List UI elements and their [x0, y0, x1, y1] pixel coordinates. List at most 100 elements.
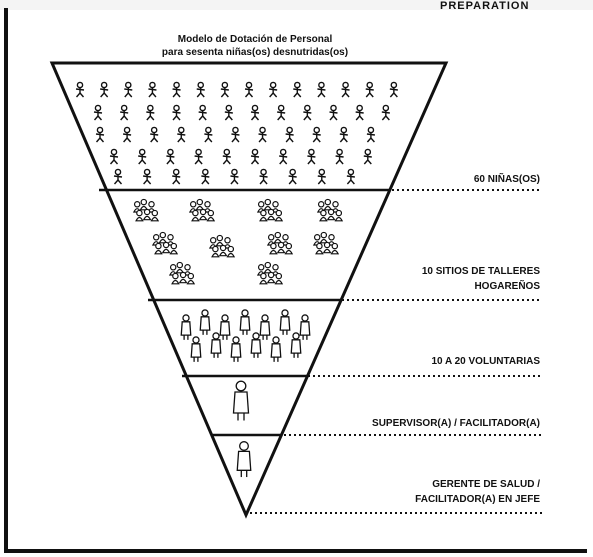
child-figure-icon	[230, 168, 239, 185]
child-figure-icon	[244, 81, 254, 98]
children-crowd-icon	[75, 81, 398, 185]
child-figure-icon	[222, 148, 231, 165]
child-figure-icon	[285, 126, 294, 143]
tier-label-manager-line-2: FACILITADOR(A) EN JEFE	[415, 494, 540, 505]
volunteer-figure-icon	[230, 336, 242, 362]
child-figure-icon	[277, 104, 286, 121]
pyramid-outline	[49, 61, 449, 519]
tier-label-supervisor: SUPERVISOR(A) / FACILITADOR(A)	[300, 416, 540, 431]
tier-label-children-line-1: 60 NIÑAS(OS)	[473, 174, 540, 185]
volunteer-figure-icon	[210, 332, 222, 358]
child-figure-icon	[329, 104, 338, 121]
child-figure-icon	[381, 104, 390, 121]
child-figure-icon	[172, 104, 181, 121]
child-figure-icon	[231, 126, 240, 143]
child-figure-icon	[250, 148, 260, 165]
volunteer-figure-icon	[290, 332, 302, 358]
child-figure-icon	[341, 81, 350, 98]
volunteer-figure-icon	[199, 309, 211, 335]
volunteer-figure-icon	[180, 314, 192, 340]
manager-figure-icon	[236, 441, 252, 478]
child-figure-icon	[317, 81, 326, 98]
child-figure-icon	[220, 81, 229, 98]
child-figure-icon	[172, 168, 181, 185]
workshop-group-icon	[256, 261, 284, 285]
volunteer-figure-icon	[279, 309, 291, 335]
workshop-groups-icon	[132, 198, 344, 285]
child-figure-icon	[194, 148, 203, 165]
child-figure-icon	[366, 126, 375, 143]
volunteer-figure-icon	[259, 314, 271, 340]
workshop-group-icon	[132, 198, 160, 222]
child-figure-icon	[123, 126, 132, 143]
tier-label-supervisor-line-1: SUPERVISOR(A) / FACILITADOR(A)	[372, 418, 540, 429]
volunteers-group-icon	[180, 309, 311, 362]
child-figure-icon	[259, 168, 268, 185]
workshop-group-icon	[188, 198, 216, 222]
diagram-title: Modelo de Dotación de Personal para sese…	[120, 33, 390, 59]
workshop-group-icon	[151, 231, 179, 255]
volunteer-figure-icon	[299, 314, 311, 340]
tier-label-workshops: 10 SITIOS DE TALLERES HOGAREÑOS	[340, 264, 540, 294]
volunteer-figure-icon	[219, 314, 231, 340]
child-figure-icon	[363, 148, 372, 165]
child-figure-icon	[307, 148, 316, 165]
child-figure-icon	[312, 126, 321, 143]
child-figure-icon	[113, 168, 123, 185]
child-figure-icon	[150, 126, 159, 143]
title-line-2: para sesenta niñas(os) desnutridas(os)	[161, 47, 349, 58]
child-figure-icon	[339, 126, 348, 143]
child-figure-icon	[109, 148, 119, 165]
tier-label-children: 60 NIÑAS(OS)	[380, 172, 540, 187]
child-figure-icon	[100, 81, 109, 98]
page-frame	[4, 8, 587, 553]
child-figure-icon	[293, 81, 302, 98]
supervisor-figure	[232, 380, 250, 421]
workshop-group-icon	[266, 231, 294, 255]
tier-label-manager: GERENTE DE SALUD / FACILITADOR(A) EN JEF…	[320, 477, 540, 507]
volunteer-figure-icon	[270, 336, 282, 362]
top-bar	[0, 0, 593, 10]
volunteer-figure-icon	[190, 336, 202, 362]
child-figure-icon	[389, 81, 398, 98]
title-line-1: Modelo de Dotación de Personal	[177, 34, 333, 45]
child-figure-icon	[166, 148, 175, 165]
child-figure-icon	[250, 104, 260, 121]
child-figure-icon	[335, 148, 344, 165]
tier-label-volunteers-line-1: 10 A 20 VOLUNTARIAS	[431, 356, 540, 367]
child-figure-icon	[124, 81, 133, 98]
child-figure-icon	[146, 104, 155, 121]
workshop-group-icon	[208, 234, 236, 258]
supervisor-figure-icon	[232, 380, 250, 421]
manager-figure	[236, 441, 252, 478]
child-figure-icon	[303, 104, 312, 121]
child-figure-icon	[143, 168, 152, 185]
child-figure-icon	[269, 81, 278, 98]
tier-label-workshops-line-1: 10 SITIOS DE TALLERES	[421, 266, 540, 277]
child-figure-icon	[148, 81, 157, 98]
child-figure-icon	[224, 104, 233, 121]
child-figure-icon	[95, 126, 105, 143]
volunteer-figure-icon	[250, 332, 262, 358]
child-figure-icon	[120, 104, 129, 121]
child-figure-icon	[355, 104, 364, 121]
child-figure-icon	[177, 126, 186, 143]
child-figure-icon	[93, 104, 103, 121]
workshop-group-icon	[168, 261, 196, 285]
child-figure-icon	[172, 81, 181, 98]
workshop-group-icon	[316, 198, 344, 222]
tier-label-volunteers: 10 A 20 VOLUNTARIAS	[340, 354, 540, 369]
child-figure-icon	[279, 148, 288, 165]
child-figure-icon	[204, 126, 213, 143]
child-figure-icon	[75, 81, 85, 98]
child-figure-icon	[346, 168, 355, 185]
workshop-group-icon	[256, 198, 284, 222]
child-figure-icon	[288, 168, 297, 185]
workshop-group-icon	[312, 231, 340, 255]
child-figure-icon	[198, 104, 207, 121]
child-figure-icon	[138, 148, 147, 165]
child-figure-icon	[196, 81, 205, 98]
child-figure-icon	[258, 126, 267, 143]
child-figure-icon	[201, 168, 210, 185]
